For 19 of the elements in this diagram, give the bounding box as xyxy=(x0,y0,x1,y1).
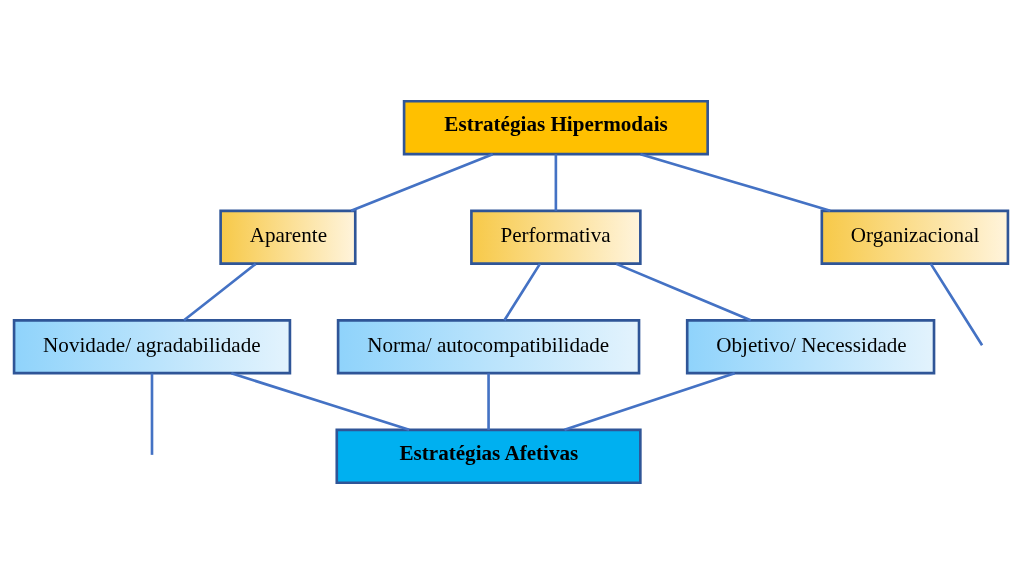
connector xyxy=(503,263,542,321)
connector xyxy=(350,152,494,212)
node-box: Novidade/ agradabilidade xyxy=(12,319,292,375)
node-box: Performativa xyxy=(470,209,642,265)
connector xyxy=(487,373,490,430)
node-box: Estratégias Afetivas xyxy=(335,428,642,485)
node-box: Organizacional xyxy=(820,209,1010,265)
connector xyxy=(564,372,736,432)
connector xyxy=(929,263,984,346)
connector xyxy=(615,262,752,322)
node-box: Aparente xyxy=(219,209,357,265)
connector xyxy=(230,372,410,432)
connector xyxy=(150,373,154,455)
connector xyxy=(554,154,558,211)
node-box: Objetivo/ Necessidade xyxy=(685,319,936,375)
node-box: Norma/ autocompatibilidade xyxy=(336,319,641,375)
node-box: Estratégias Hipermodais xyxy=(402,99,709,156)
connector xyxy=(183,262,257,322)
connector xyxy=(640,152,831,212)
